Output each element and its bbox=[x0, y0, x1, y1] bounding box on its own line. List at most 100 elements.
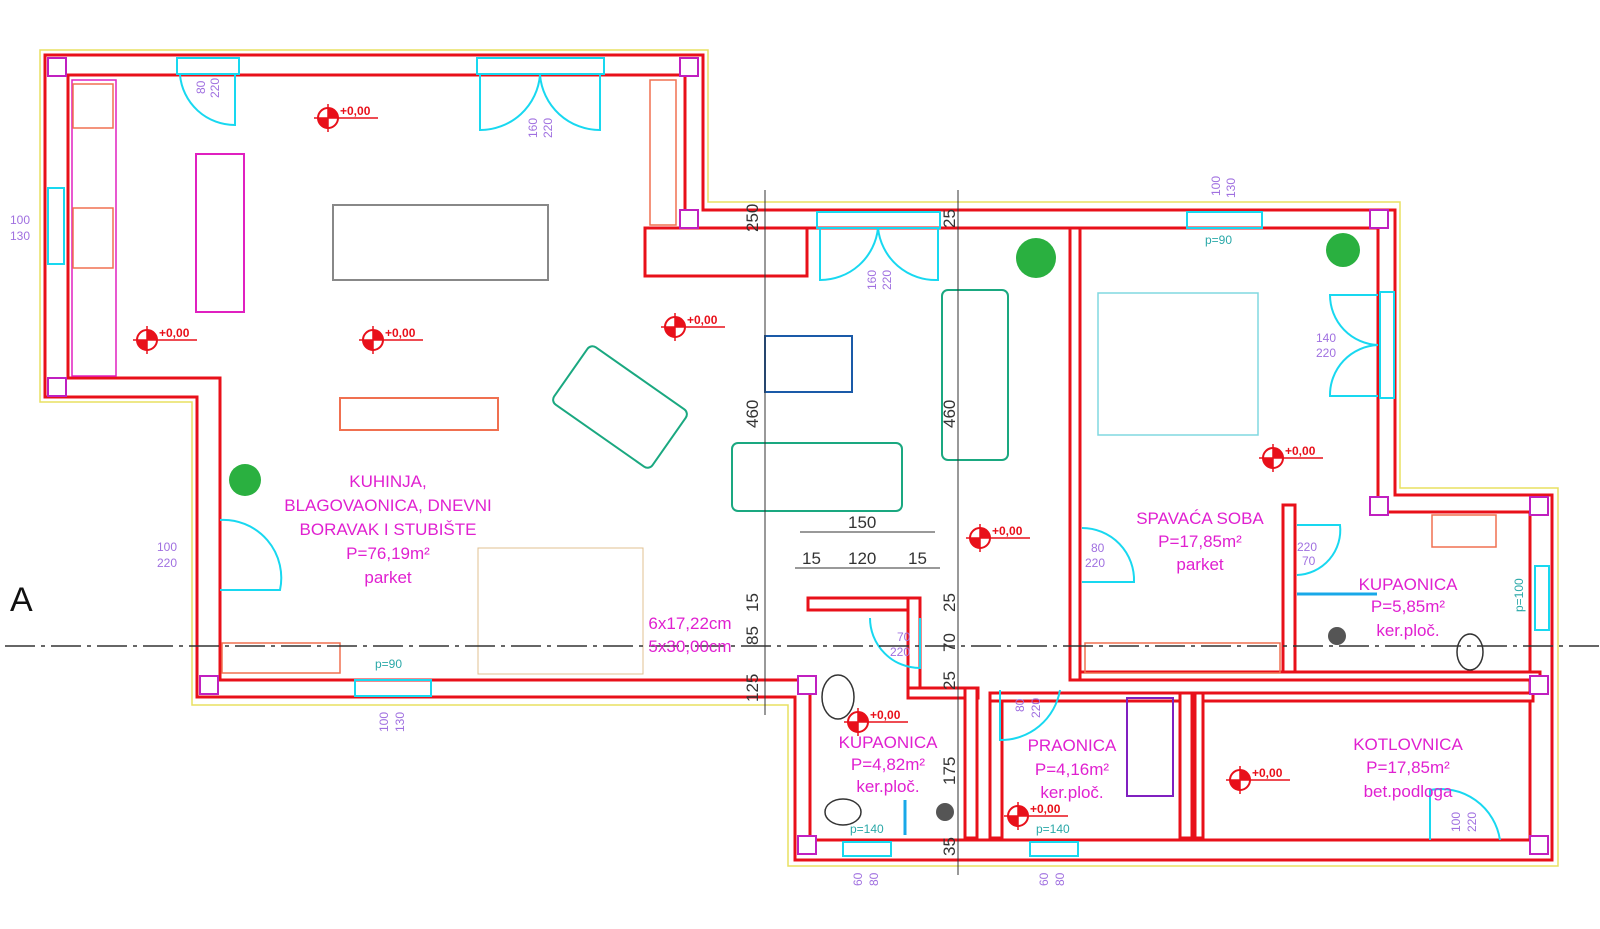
window-width: 100 bbox=[377, 712, 391, 732]
opening-labels: 100 130 80 220 160 220 160 220 100 130 p… bbox=[10, 78, 1526, 886]
dim-15: 15 bbox=[743, 593, 762, 612]
openings bbox=[47, 57, 1550, 857]
door-width: 100 bbox=[1449, 812, 1463, 832]
room-bath2-floor: ker.ploč. bbox=[856, 777, 919, 796]
room-laundry-name: PRAONICA bbox=[1028, 736, 1117, 755]
window-height: 130 bbox=[393, 712, 407, 732]
parapet-height: p=90 bbox=[375, 657, 402, 671]
dim-15: 15 bbox=[802, 549, 821, 568]
elevation-label: +0,00 bbox=[159, 326, 190, 340]
door-height: 220 bbox=[880, 270, 894, 290]
stairs-steps: 6x17,22cm bbox=[648, 614, 731, 633]
sideboard bbox=[339, 397, 499, 431]
parapet-height: p=140 bbox=[1036, 822, 1070, 836]
window-height: 80 bbox=[867, 872, 881, 886]
elevation-marker: +0,00 bbox=[359, 326, 423, 354]
room-living-line1: KUHINJA, bbox=[349, 472, 426, 491]
elevation-markers: +0,00 +0,00 +0,00 +0,00 +0,00 +0,00 +0,0… bbox=[133, 104, 1323, 830]
dim-25: 25 bbox=[940, 671, 959, 690]
wardrobe-living bbox=[221, 642, 341, 674]
dim-35: 35 bbox=[940, 837, 959, 856]
plant-icon bbox=[229, 464, 261, 496]
window-height: 130 bbox=[10, 229, 30, 243]
room-bath1-floor: ker.ploč. bbox=[1376, 621, 1439, 640]
door-width: 80 bbox=[1013, 698, 1027, 712]
stairs-treads: 5x30,00cm bbox=[648, 637, 731, 656]
columns bbox=[47, 57, 1549, 855]
elevation-marker: +0,00 bbox=[844, 708, 908, 736]
elevation-marker: +0,00 bbox=[314, 104, 378, 132]
elevation-label: +0,00 bbox=[687, 313, 718, 327]
dimension-labels: 460 460 150 15 120 15 250 25 15 85 125 2… bbox=[743, 204, 959, 856]
plant-icon bbox=[1326, 233, 1360, 267]
room-laundry-floor: ker.ploč. bbox=[1040, 783, 1103, 802]
elevation-marker: +0,00 bbox=[133, 326, 197, 354]
toilet-icon bbox=[824, 798, 862, 826]
plant-icon bbox=[1016, 238, 1056, 278]
drain-icon bbox=[936, 803, 954, 821]
door-width: 160 bbox=[526, 118, 540, 138]
dim-120: 120 bbox=[848, 549, 876, 568]
elevation-label: +0,00 bbox=[1285, 444, 1316, 458]
door-height: 220 bbox=[890, 645, 910, 659]
sofa-right bbox=[941, 289, 1009, 461]
washbasin-icon bbox=[1431, 514, 1497, 548]
drain-icon bbox=[1328, 627, 1346, 645]
door-width: 70 bbox=[897, 630, 911, 644]
door-width: 80 bbox=[1091, 541, 1105, 555]
room-bath2-area: P=4,82m² bbox=[851, 755, 926, 774]
stove-icon bbox=[72, 83, 114, 129]
dim-85: 85 bbox=[743, 626, 762, 645]
door-width: 160 bbox=[865, 270, 879, 290]
wardrobe bbox=[649, 79, 677, 226]
room-bedroom-name: SPAVAĆA SOBA bbox=[1136, 509, 1264, 528]
window-width: 60 bbox=[851, 872, 865, 886]
dim-25: 25 bbox=[940, 209, 959, 228]
toilet-icon bbox=[1456, 633, 1484, 671]
staircase bbox=[477, 547, 644, 675]
room-bedroom-floor: parket bbox=[1176, 555, 1224, 574]
room-bath2-name: KUPAONICA bbox=[839, 733, 939, 752]
elevation-label: +0,00 bbox=[992, 524, 1023, 538]
room-living-line2: BLAGOVAONICA, DNEVNI bbox=[284, 496, 492, 515]
sink-icon bbox=[72, 207, 114, 269]
window-width: 100 bbox=[1209, 176, 1223, 196]
washbasin-icon bbox=[821, 674, 855, 720]
parapet-height: p=100 bbox=[1512, 578, 1526, 612]
room-living-floor: parket bbox=[364, 568, 412, 587]
elevation-label: +0,00 bbox=[1252, 766, 1283, 780]
door-width: 100 bbox=[157, 540, 177, 554]
insulation-outline bbox=[39, 49, 1559, 867]
room-boiler-area: P=17,85m² bbox=[1366, 758, 1450, 777]
dim-460: 460 bbox=[743, 400, 762, 428]
door-width: 140 bbox=[1316, 331, 1336, 345]
window-width: 60 bbox=[1037, 872, 1051, 886]
kitchen-counter bbox=[71, 79, 117, 377]
door-width: 70 bbox=[1302, 554, 1316, 568]
room-living-area: P=76,19m² bbox=[346, 544, 430, 563]
room-bath1-name: KUPAONICA bbox=[1359, 575, 1459, 594]
furniture bbox=[71, 79, 1497, 826]
parapet-height: p=140 bbox=[850, 822, 884, 836]
room-labels: KUHINJA, BLAGOVAONICA, DNEVNI BORAVAK I … bbox=[284, 472, 1463, 802]
bed bbox=[1097, 292, 1259, 436]
elevation-marker: +0,00 bbox=[661, 313, 725, 341]
dim-250: 250 bbox=[743, 204, 762, 232]
elevation-marker: +0,00 bbox=[1259, 444, 1323, 472]
door-height: 220 bbox=[1085, 556, 1105, 570]
room-bath1-area: P=5,85m² bbox=[1371, 597, 1446, 616]
door-width: 80 bbox=[194, 80, 208, 94]
door-height: 220 bbox=[1029, 698, 1043, 718]
elevation-label: +0,00 bbox=[870, 708, 901, 722]
dim-460: 460 bbox=[940, 400, 959, 428]
washing-machine-icon bbox=[1126, 697, 1174, 797]
door-height: 220 bbox=[157, 556, 177, 570]
room-bedroom-area: P=17,85m² bbox=[1158, 532, 1242, 551]
dim-15: 15 bbox=[908, 549, 927, 568]
walls bbox=[43, 53, 1554, 862]
dimension-lines bbox=[5, 190, 1600, 875]
window-height: 130 bbox=[1224, 178, 1238, 198]
window-width: 100 bbox=[10, 213, 30, 227]
door-height: 220 bbox=[541, 118, 555, 138]
